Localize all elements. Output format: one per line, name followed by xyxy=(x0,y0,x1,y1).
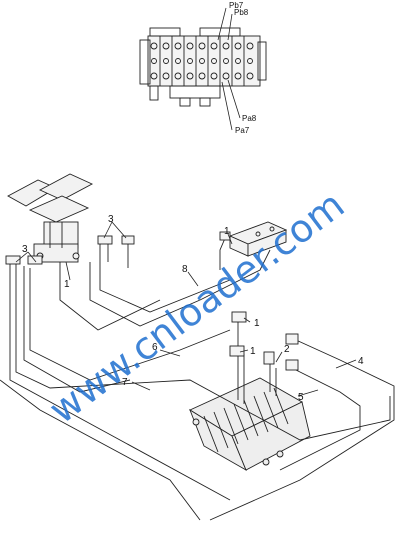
label-1-fitting-b: 1 xyxy=(250,346,256,357)
control-valve-top-view xyxy=(139,27,267,107)
label-4: 4 xyxy=(358,356,364,367)
hose-lines xyxy=(0,235,395,521)
label-3-upper: 3 xyxy=(108,214,114,225)
label-7: 7 xyxy=(122,377,128,388)
watermark-text: www.cnloader.com xyxy=(41,182,352,432)
manifold-block xyxy=(228,221,288,257)
label-pb7: Pb7 xyxy=(229,1,244,10)
label-pa8: Pa8 xyxy=(242,114,257,123)
label-5: 5 xyxy=(298,392,304,403)
label-1-left: 1 xyxy=(64,279,70,290)
label-3-lower: 3 xyxy=(22,244,28,255)
label-8: 8 xyxy=(182,264,188,275)
label-1-manifold: 1 xyxy=(224,226,230,237)
label-pa7: Pa7 xyxy=(235,126,250,135)
label-2: 2 xyxy=(284,344,290,355)
main-control-valve xyxy=(189,377,311,472)
hose-fittings xyxy=(5,231,299,371)
label-6: 6 xyxy=(152,342,158,353)
pilot-pedal-valve xyxy=(7,173,94,263)
label-1-fitting-a: 1 xyxy=(254,318,260,329)
label-pb8: Pb8 xyxy=(234,8,249,17)
callout-leaders xyxy=(15,221,357,397)
port-leader-lines xyxy=(217,7,241,131)
